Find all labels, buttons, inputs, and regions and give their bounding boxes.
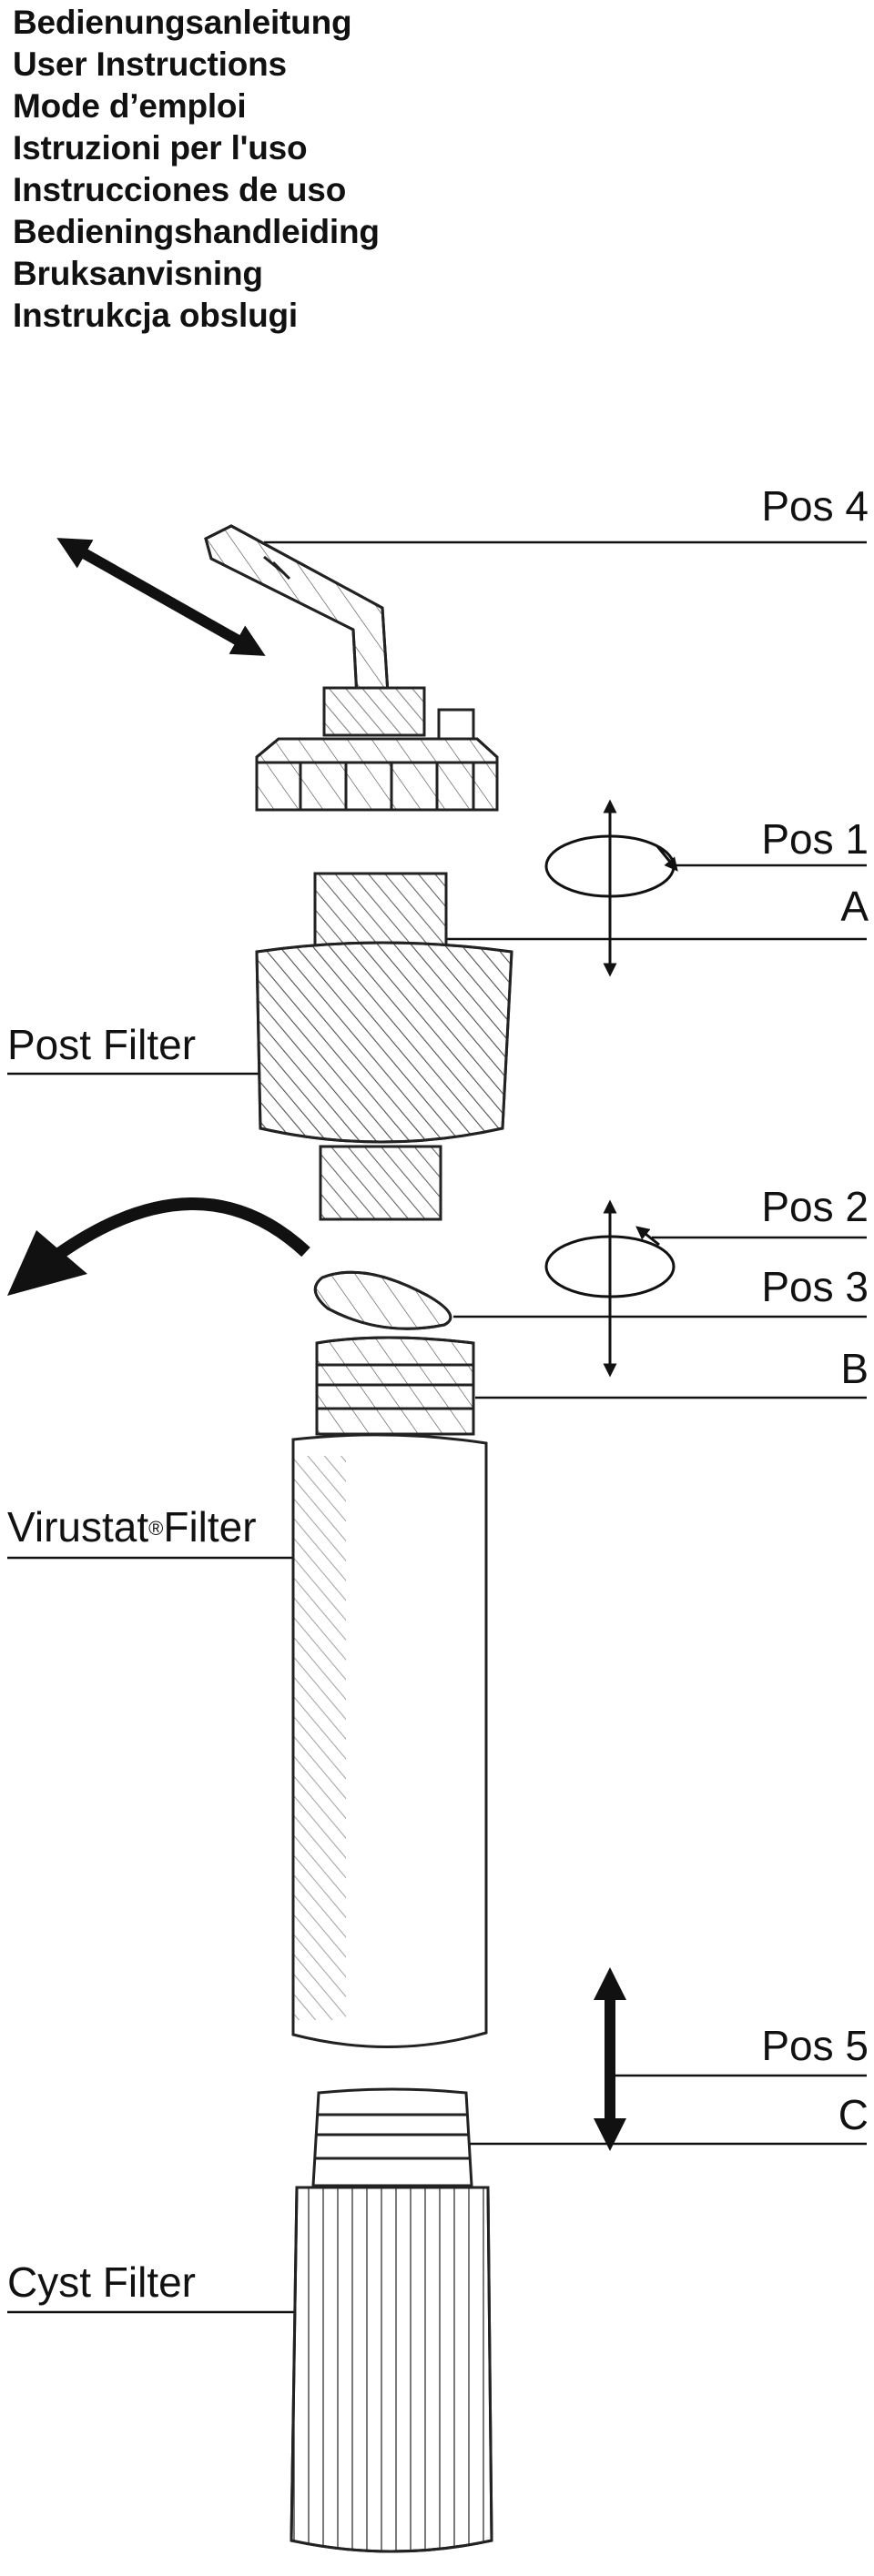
label-virustat-filter: Virustat®Filter	[7, 1503, 257, 1551]
label-post-filter: Post Filter	[7, 1021, 197, 1068]
lid-icon	[255, 686, 499, 812]
label-b: B	[840, 1345, 869, 1392]
title-it: Istruzioni per l'uso	[13, 129, 308, 167]
label-a: A	[840, 883, 869, 930]
double-arrow-icon	[56, 538, 266, 656]
label-cyst-filter: Cyst Filter	[7, 2258, 196, 2306]
label-pos1: Pos 1	[761, 815, 869, 863]
label-pos5: Pos 5	[761, 2022, 869, 2069]
seal-disc-icon	[313, 1270, 452, 1330]
label-pos3: Pos 3	[761, 1263, 869, 1310]
rotate-arrow-pos1-icon	[544, 799, 678, 977]
label-c: C	[838, 2091, 869, 2138]
title-de: Bedienungsanleitung	[13, 4, 352, 41]
post-filter-icon	[255, 872, 513, 1221]
outlet-tube-icon	[204, 524, 390, 699]
title-sv: Bruksanvisning	[13, 255, 263, 292]
language-titles: Bedienungsanleitung User Instructions Mo…	[13, 2, 380, 337]
rotate-arrow-pos2-icon	[544, 1199, 676, 1378]
virustat-name: Virustat	[7, 1503, 149, 1551]
title-es: Instrucciones de uso	[13, 171, 347, 208]
leader-lines	[7, 540, 867, 2314]
label-pos4: Pos 4	[761, 482, 869, 530]
label-pos2: Pos 2	[761, 1183, 869, 1230]
virustat-filter-icon	[291, 1336, 488, 2049]
title-pl: Instrukcja obslugi	[13, 297, 299, 334]
title-nl: Bedieningshandleiding	[13, 213, 380, 250]
title-fr: Mode d’emploi	[13, 87, 247, 125]
cyst-filter-icon	[290, 2087, 493, 2553]
registered-mark: ®	[148, 1517, 164, 1540]
virustat-suffix: Filter	[163, 1503, 257, 1551]
curved-arrow-icon	[7, 1197, 310, 1296]
title-en: User Instructions	[13, 45, 287, 83]
